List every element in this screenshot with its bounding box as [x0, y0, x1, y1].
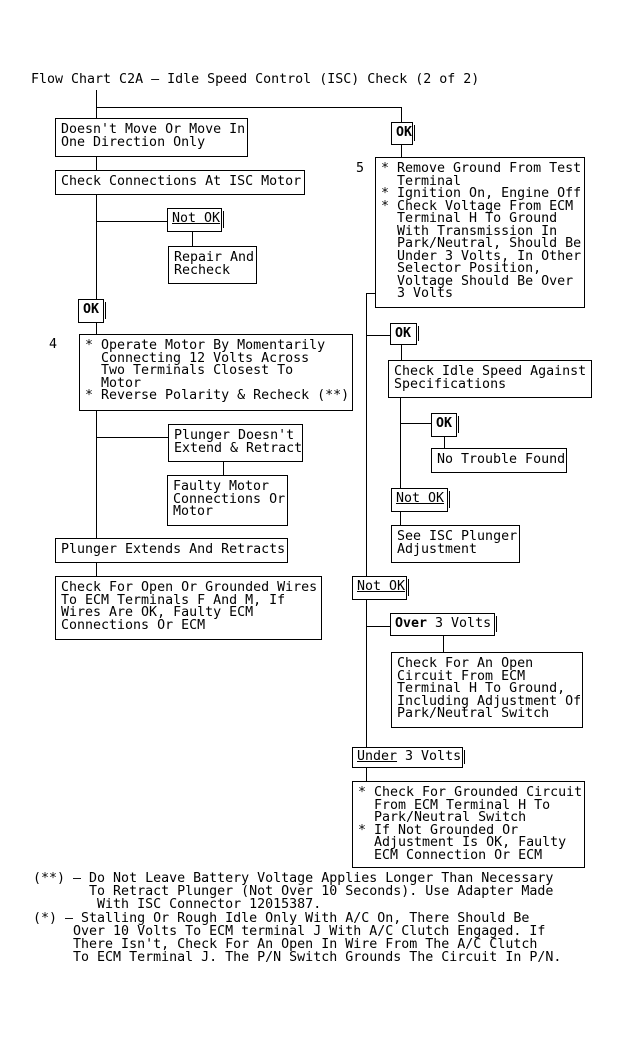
node-plunger-extends: Plunger Extends And Retracts	[55, 538, 288, 563]
node-repair-recheck: Repair And Recheck	[168, 246, 257, 284]
over-keyword: Over	[395, 616, 428, 631]
connector-line	[401, 107, 402, 123]
connector-line	[366, 335, 390, 336]
node-check-open-circuit: Check For An Open Circuit From ECM Termi…	[391, 652, 583, 728]
connector-line	[366, 600, 367, 781]
tag-ok-voltage: OK	[390, 323, 419, 345]
footnotes-text: (**) – Do Not Leave Battery Voltage Appl…	[33, 871, 562, 966]
node-step5-remove-ground: * Remove Ground From Test Terminal * Ign…	[375, 157, 585, 308]
over-rest: 3 Volts	[427, 616, 492, 631]
connector-line	[366, 626, 391, 627]
tag-over-3-volts: Over 3 Volts	[390, 613, 497, 636]
connector-line	[96, 90, 97, 118]
node-see-isc-plunger: See ISC Plunger Adjustment	[391, 525, 520, 563]
connector-line	[223, 462, 224, 475]
node-check-idle-speed: Check Idle Speed Against Specifications	[388, 360, 592, 398]
connector-line	[96, 195, 97, 334]
connector-line	[400, 423, 432, 424]
connector-line	[192, 232, 193, 246]
connector-line	[96, 437, 168, 438]
connector-line	[96, 157, 97, 170]
tag-under-3-volts: Under 3 Volts	[352, 747, 465, 768]
tag-not-ok-connections: Not OK	[167, 208, 224, 232]
connector-line	[443, 636, 444, 652]
connector-line	[366, 293, 367, 576]
connector-line	[401, 345, 402, 360]
under-rest: 3 Volts	[397, 749, 462, 764]
node-no-trouble-found: No Trouble Found	[431, 448, 567, 473]
node-check-connections: Check Connections At ISC Motor	[55, 170, 305, 195]
node-step4-operate-motor: * Operate Motor By Momentarily Connectin…	[79, 334, 353, 411]
under-keyword: Under	[357, 749, 398, 764]
connector-line	[400, 398, 401, 525]
step-number-4: 4	[49, 337, 58, 352]
connector-line	[96, 107, 402, 108]
tag-not-ok-voltage: Not OK	[352, 576, 409, 600]
connector-line	[401, 143, 402, 157]
connector-line	[366, 293, 375, 294]
node-plunger-doesnt-extend: Plunger Doesn't Extend & Retract	[168, 424, 303, 462]
step-number-5: 5	[356, 161, 365, 176]
tag-ok-connections: OK	[78, 299, 106, 323]
node-check-grounded-circuit: * Check For Grounded Circuit From ECM Te…	[352, 781, 585, 868]
connector-line	[96, 221, 167, 222]
node-faulty-motor: Faulty Motor Connections Or Motor	[167, 475, 288, 526]
connector-line	[444, 437, 445, 448]
tag-not-ok-idle-speed: Not OK	[391, 488, 450, 512]
node-check-wires: Check For Open Or Grounded Wires To ECM …	[55, 576, 322, 640]
node-doesnt-move: Doesn't Move Or Move In One Direction On…	[55, 118, 248, 157]
tag-ok-idle-speed: OK	[431, 413, 459, 437]
flow-chart-title: Flow Chart C2A – Idle Speed Control (ISC…	[31, 72, 480, 87]
tag-ok-top: OK	[391, 122, 415, 145]
connector-line	[96, 410, 97, 576]
